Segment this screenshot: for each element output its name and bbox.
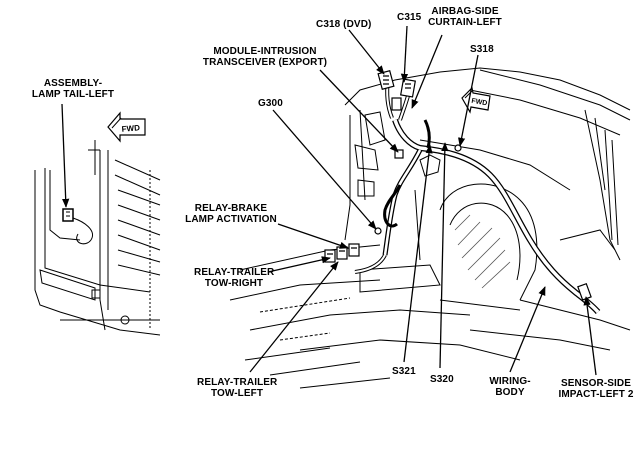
label-line: AIRBAG-SIDE xyxy=(431,6,499,17)
label-line: TOW-LEFT xyxy=(210,388,264,399)
label-sensor-side-impact-left-2: SENSOR-SIDE IMPACT-LEFT 2 xyxy=(555,378,637,400)
label-line: BODY xyxy=(495,387,525,398)
label-line: WIRING- xyxy=(489,376,531,387)
label-s321: S321 xyxy=(392,366,416,377)
cargo-body-structure xyxy=(229,67,631,389)
label-c315: C315 xyxy=(397,12,422,23)
label-s320: S320 xyxy=(430,374,454,385)
fwd-arrow-inset xyxy=(107,111,146,143)
label-line: LAMP ACTIVATION xyxy=(185,214,277,225)
label-line: RELAY-TRAILER xyxy=(197,377,278,388)
label-line: RELAY-TRAILER xyxy=(194,267,275,278)
fwd-label-main: FWD xyxy=(471,98,488,108)
label-line: TOW-RIGHT xyxy=(204,278,264,289)
harness-connectors xyxy=(324,69,592,301)
label-line: LAMP TAIL-LEFT xyxy=(31,89,115,100)
label-line: TRANSCEIVER (EXPORT) xyxy=(202,57,328,68)
label-relay-brake-lamp-activation: RELAY-BRAKE LAMP ACTIVATION xyxy=(176,203,286,225)
label-g300: G300 xyxy=(258,98,283,109)
fwd-label-inset: FWD xyxy=(121,123,140,134)
label-c318-dvd: C318 (DVD) xyxy=(316,19,372,30)
label-line: RELAY-BRAKE xyxy=(194,203,268,214)
inset-tail-lamp-view xyxy=(34,140,161,336)
label-line: CURTAIN-LEFT xyxy=(428,17,502,28)
leader-lines xyxy=(61,25,597,376)
label-module-intrusion-transceiver: MODULE-INTRUSION TRANSCEIVER (EXPORT) xyxy=(200,46,330,68)
label-wiring-body: WIRING- BODY xyxy=(480,376,540,398)
label-airbag-side-curtain-left: AIRBAG-SIDE CURTAIN-LEFT xyxy=(420,6,510,28)
label-line: ASSEMBLY- xyxy=(43,78,103,89)
label-relay-trailer-tow-right: RELAY-TRAILER TOW-RIGHT xyxy=(194,267,274,289)
label-line: MODULE-INTRUSION xyxy=(213,46,317,57)
label-relay-trailer-tow-left: RELAY-TRAILER TOW-LEFT xyxy=(197,377,277,399)
label-s318: S318 xyxy=(470,44,494,55)
label-line: SENSOR-SIDE xyxy=(560,378,631,389)
wiring-body-harness xyxy=(354,79,601,314)
label-line: IMPACT-LEFT 2 xyxy=(558,389,634,400)
label-assembly-lamp-tail-left: ASSEMBLY- LAMP TAIL-LEFT xyxy=(18,78,128,100)
